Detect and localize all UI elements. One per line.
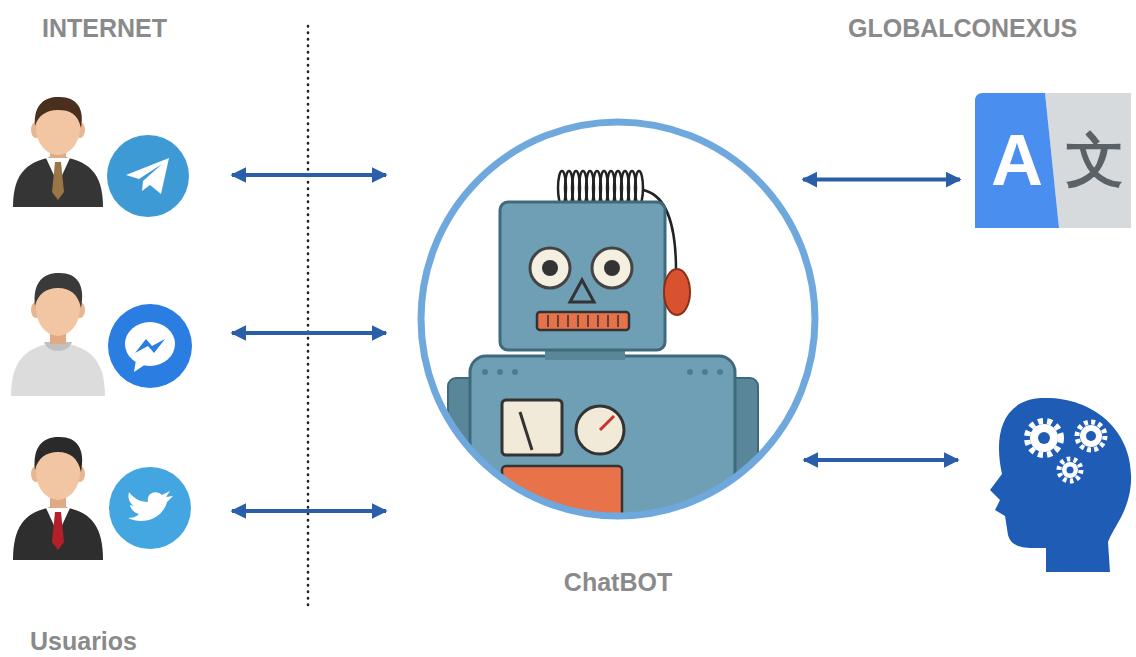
icon-glyph: A <box>991 121 1043 200</box>
chatbot-circle: ChatBOT <box>417 118 819 520</box>
user-avatar <box>13 437 103 560</box>
connector-arrow <box>803 178 960 182</box>
messenger-icon <box>105 301 195 391</box>
translate-icon: A文 <box>975 93 1131 228</box>
boundary-line <box>307 26 310 608</box>
brain-icon <box>990 398 1131 572</box>
user-avatar <box>11 273 105 396</box>
icon-cell: A <box>975 121 1059 200</box>
circle-outline <box>417 118 819 520</box>
twitter-icon <box>106 464 194 552</box>
user-arrow <box>232 509 386 513</box>
section-heading: GLOBALCONEXUS <box>848 13 1077 43</box>
brain-arrow <box>804 458 958 462</box>
group-label: Usuarios <box>30 626 137 656</box>
user-arrow <box>232 331 386 335</box>
section-heading: INTERNET <box>42 13 167 43</box>
robot-illustration <box>422 123 814 546</box>
user-avatar <box>13 97 103 207</box>
node-heading: ChatBOT <box>417 565 819 599</box>
icon-glyph: 文 <box>1066 129 1124 193</box>
user-arrow <box>232 173 386 177</box>
telegram-icon <box>104 132 192 220</box>
icon-cell: 文 <box>1059 129 1131 193</box>
